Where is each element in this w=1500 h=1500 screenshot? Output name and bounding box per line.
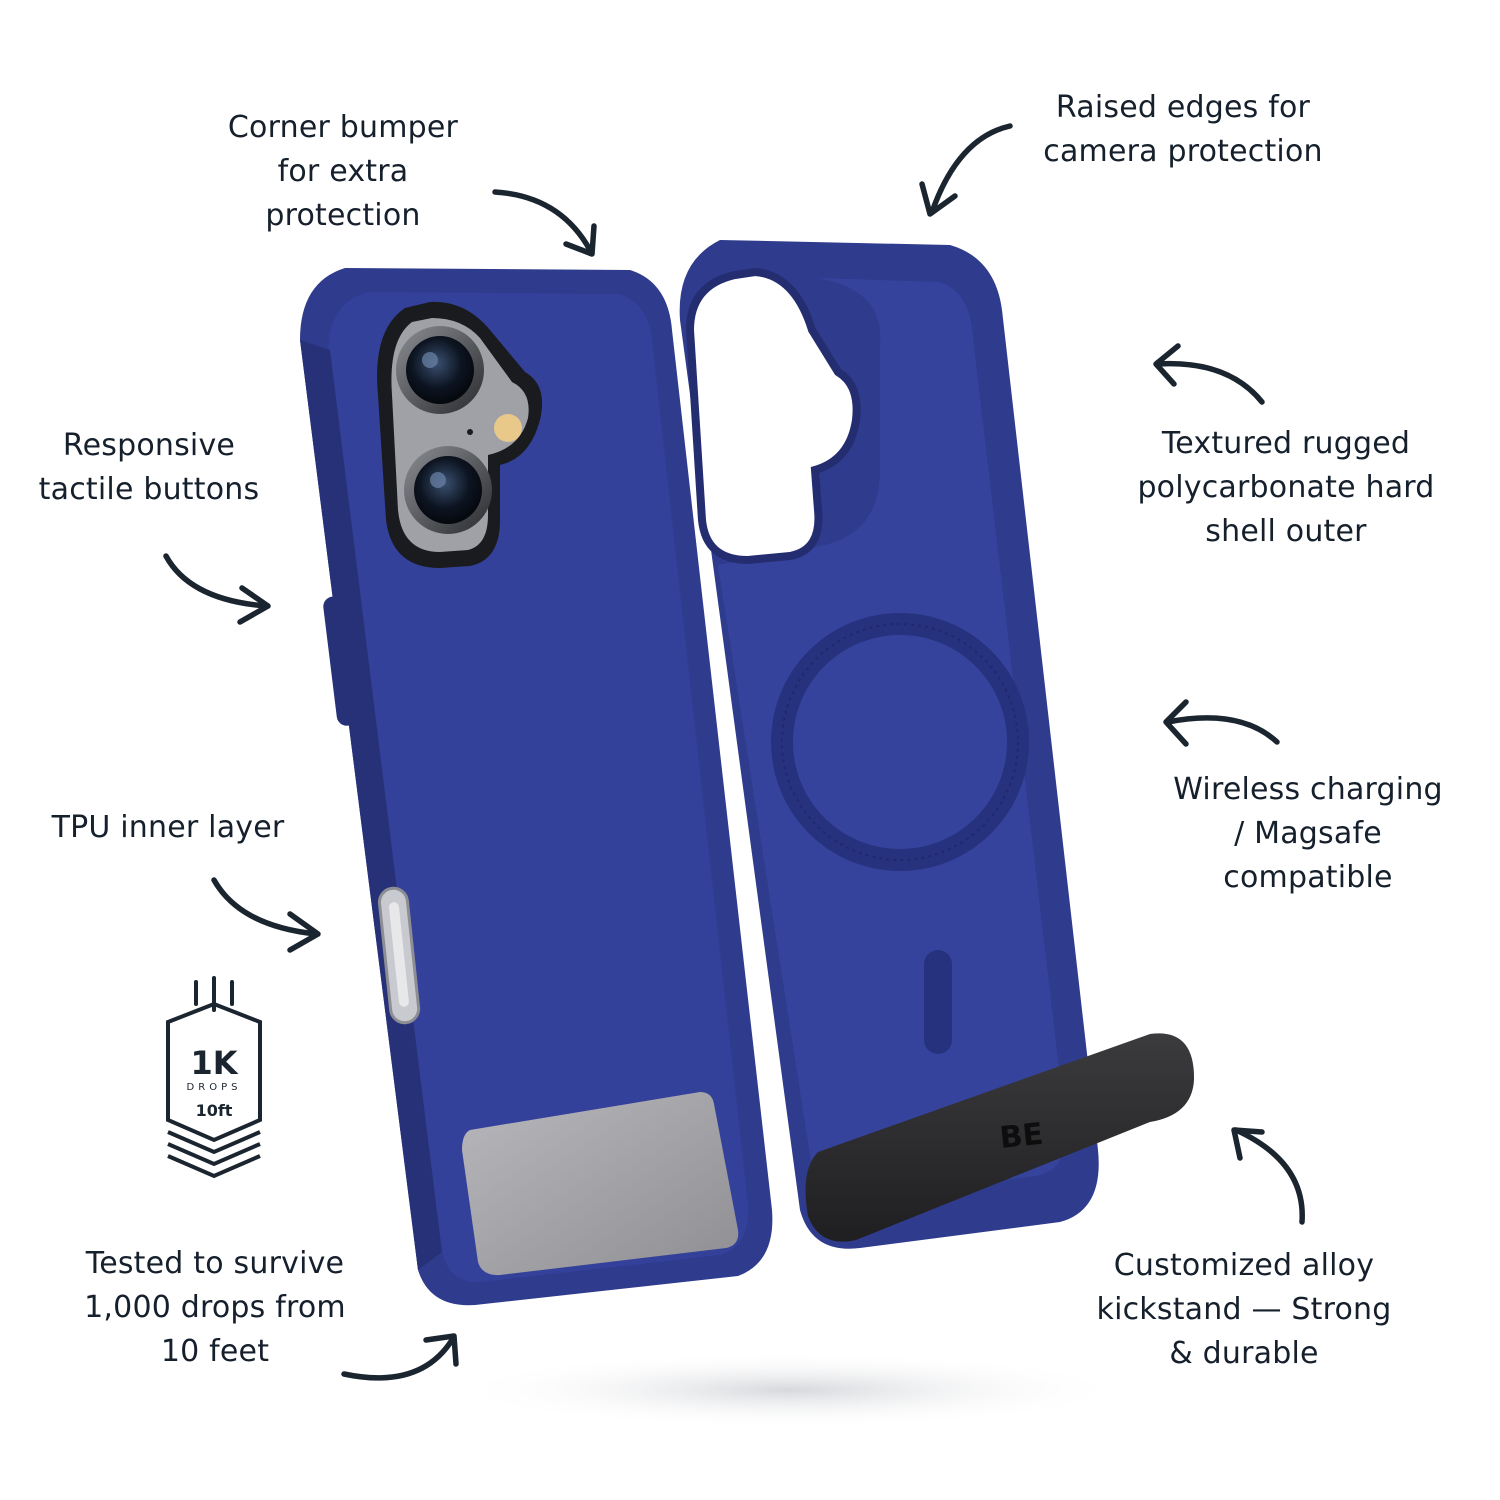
callout-tpu-layer: TPU inner layer: [51, 810, 285, 845]
arrow-tpu-layer: [211, 877, 321, 953]
callout-arrows: [163, 123, 1305, 1381]
arrow-kickstand: [1231, 1127, 1305, 1225]
callout-drops-test: Tested to survive 1,000 drops from 10 fe…: [84, 1246, 346, 1369]
arrow-raised-edges: [919, 123, 1013, 217]
callout-rugged-shell: Textured rugged polycarbonate hard shell…: [1137, 426, 1435, 549]
drop-test-badge-icon: 1K DROPS 10ft: [166, 976, 262, 1179]
arrow-corner-bumper: [492, 189, 597, 257]
magsafe-alignment-bar: [924, 950, 952, 1054]
badge-height: 10ft: [196, 1101, 233, 1120]
black-kickstand: BE: [805, 1033, 1195, 1242]
kickstand-logo: BE: [998, 1117, 1045, 1156]
camera-flash: [494, 414, 522, 442]
arrow-magsafe: [1163, 699, 1280, 747]
badge-count: 1K: [190, 1044, 238, 1082]
arrow-drops-test: [341, 1333, 459, 1381]
callout-kickstand: Customized alloy kickstand — Strong & du…: [1096, 1248, 1392, 1371]
floor-shadow: [450, 1352, 1130, 1428]
right-case-inner: [718, 278, 1067, 1199]
volume-button: [323, 596, 359, 726]
arrow-tactile-buttons: [163, 553, 271, 625]
arrow-rugged-shell: [1153, 343, 1265, 405]
badge-unit: DROPS: [187, 1082, 242, 1093]
right-case-back: BE: [679, 240, 1195, 1249]
left-phone-case: [300, 268, 773, 1306]
left-kickstand-plate: [462, 1092, 739, 1276]
callout-raised-edges: Raised edges for camera protection: [1043, 90, 1323, 169]
callout-corner-bumper: Corner bumper for extra protection: [227, 110, 459, 233]
left-case-side: [300, 340, 442, 1270]
callout-magsafe: Wireless charging / Magsafe compatible: [1173, 772, 1443, 895]
callout-tactile-buttons: Responsive tactile buttons: [38, 428, 260, 507]
